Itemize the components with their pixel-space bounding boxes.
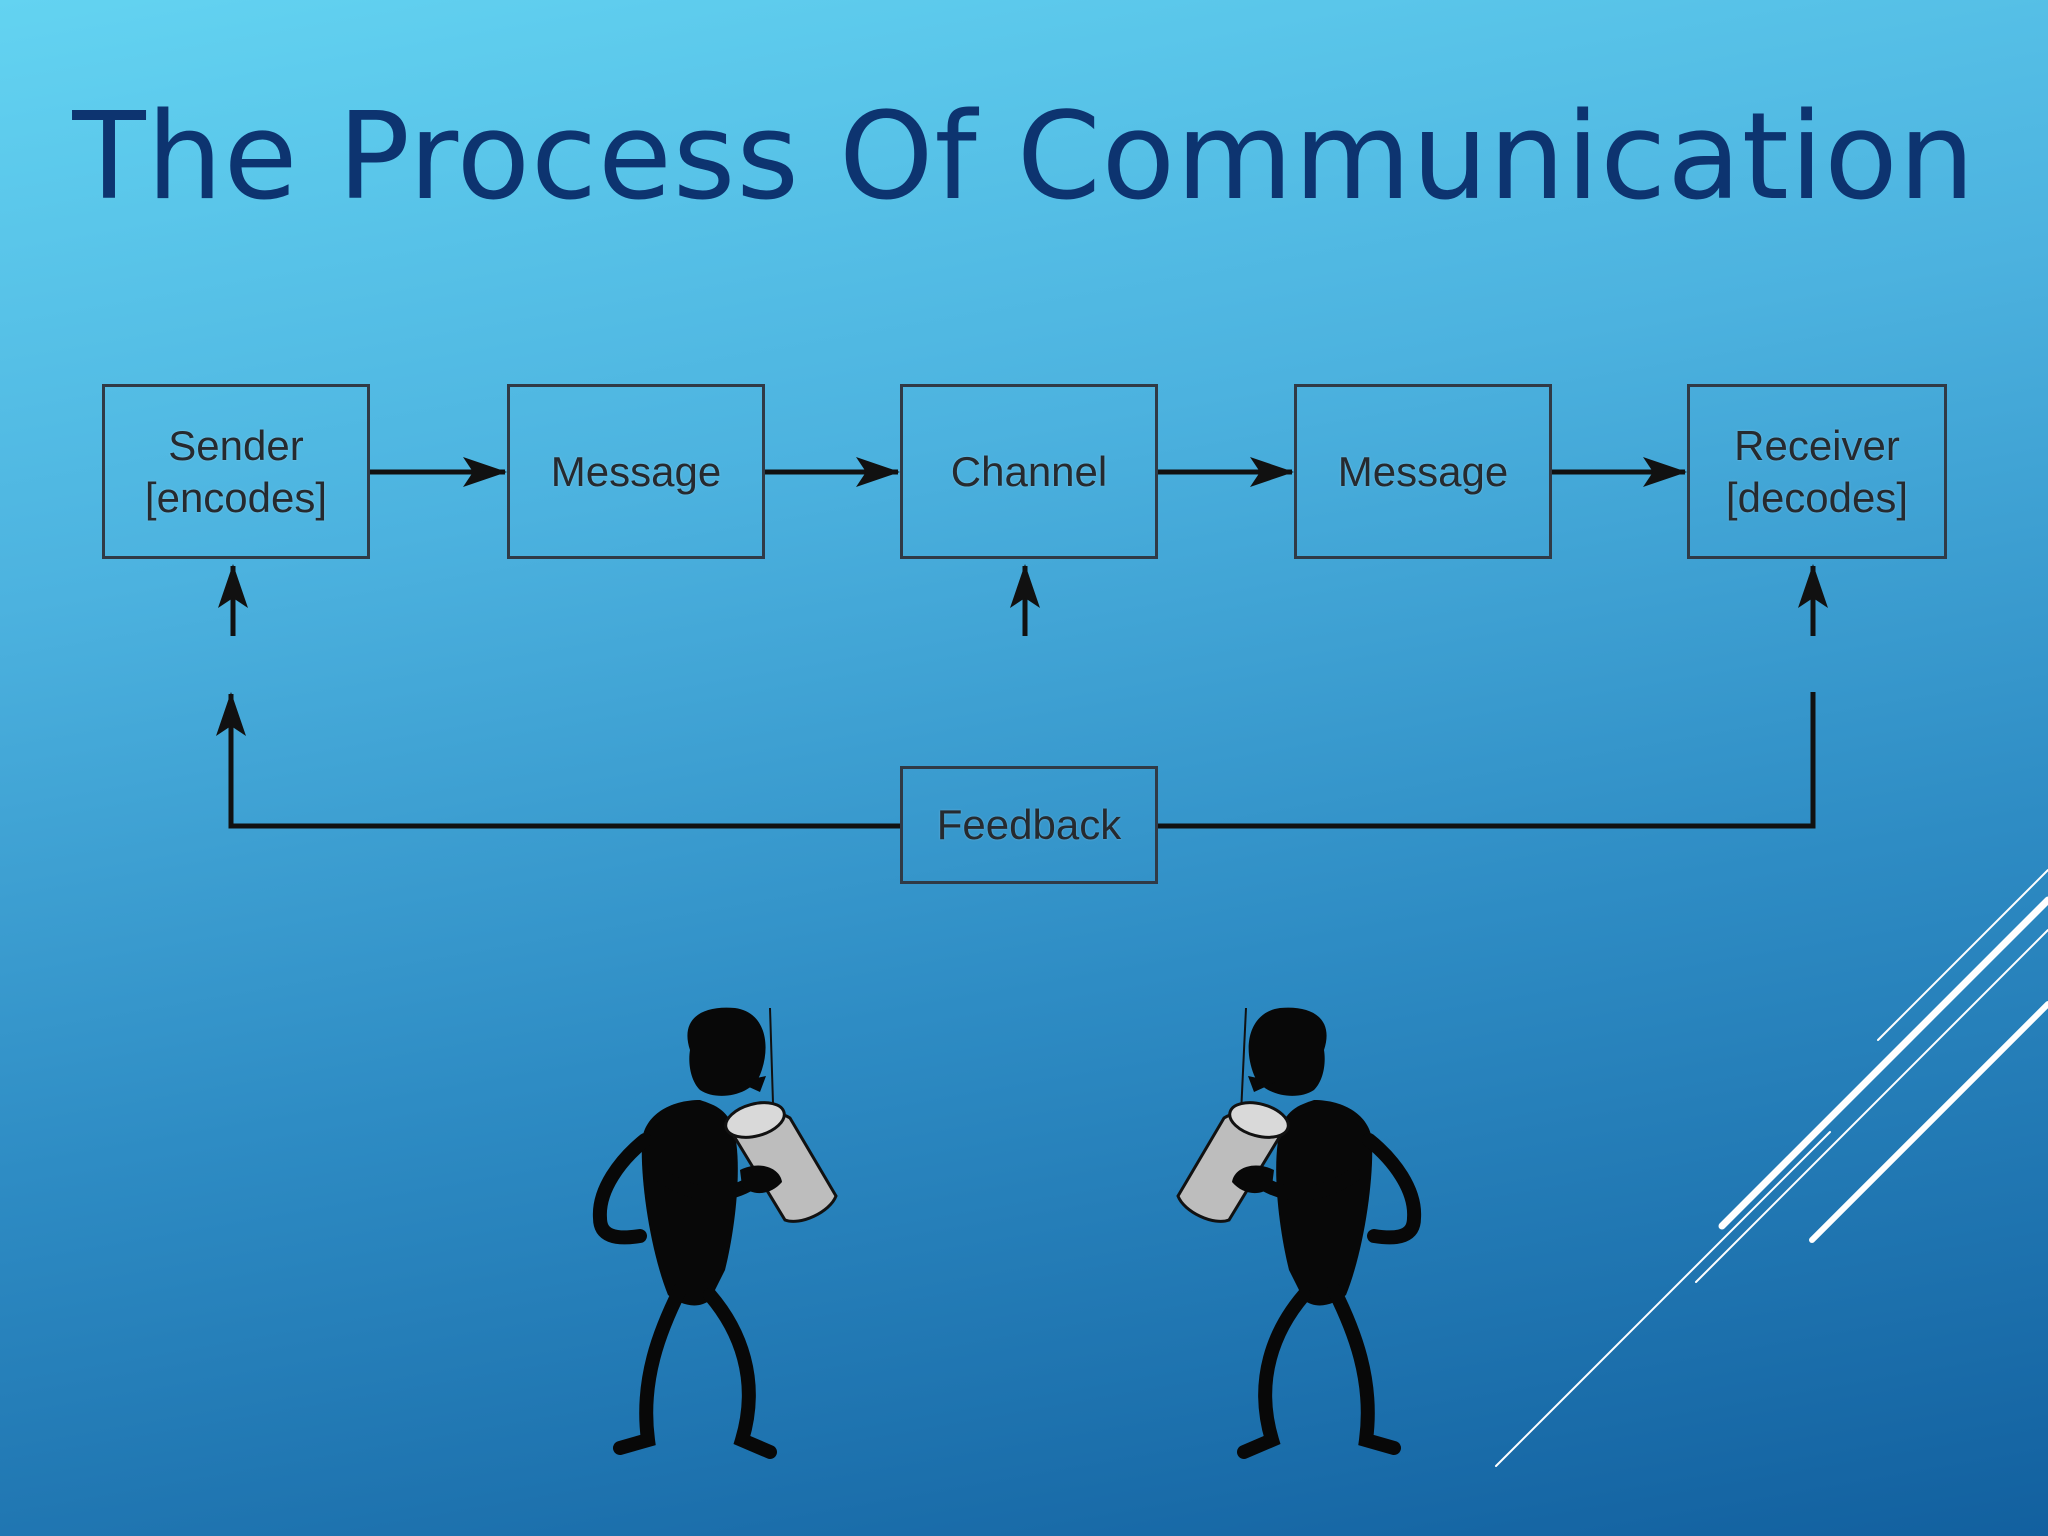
receiver-box: Receiver [decodes] xyxy=(1687,384,1947,559)
accent-lines xyxy=(1495,869,2048,1467)
stick-figure-right xyxy=(1176,1007,1422,1459)
stick-figure-left xyxy=(592,1007,838,1459)
message-box-2: Message xyxy=(1294,384,1552,559)
message-box-1: Message xyxy=(507,384,765,559)
sender-box: Sender [encodes] xyxy=(102,384,370,559)
channel-box: Channel xyxy=(900,384,1158,559)
feedback-loop xyxy=(216,692,1816,829)
feedback-line-left xyxy=(216,692,900,829)
feedback-line-right xyxy=(1158,692,1816,829)
feedback-box: Feedback xyxy=(900,766,1158,884)
noise-arrows xyxy=(218,564,1828,636)
slide-title: The Process Of Communication xyxy=(72,88,1976,227)
